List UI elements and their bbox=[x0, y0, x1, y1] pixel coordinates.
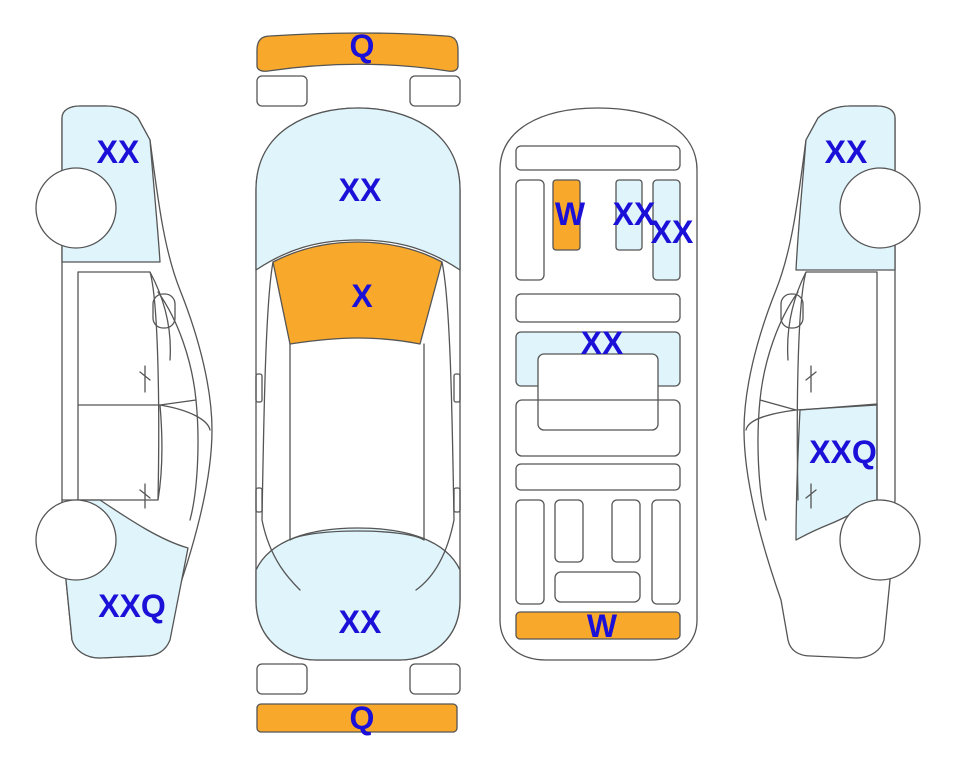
top-hood-damage bbox=[255, 107, 461, 271]
right-window-lines bbox=[745, 291, 799, 521]
right-side-view bbox=[743, 105, 921, 659]
left-front-wheel bbox=[35, 167, 117, 249]
label-under-front-right-member: XX bbox=[651, 214, 694, 250]
top-rear-bumper bbox=[256, 703, 458, 733]
right-mirror bbox=[780, 293, 804, 329]
top-roof-lines bbox=[261, 261, 455, 591]
left-handle-rear bbox=[139, 483, 151, 509]
under-front-strip bbox=[515, 145, 681, 171]
under-front-right-member bbox=[652, 179, 681, 281]
top-front-right-light bbox=[409, 75, 461, 107]
under-left-rail bbox=[515, 179, 545, 281]
label-top-front-bumper: Q bbox=[350, 28, 375, 64]
top-rear-right-light bbox=[409, 663, 461, 695]
label-under-front-crossmember: XX bbox=[581, 325, 624, 361]
top-front-bumper bbox=[256, 32, 459, 72]
label-under-front-left-member: W bbox=[555, 196, 586, 232]
top-rear-left-light bbox=[256, 663, 308, 695]
label-top-windshield: X bbox=[351, 278, 373, 314]
underbody-view bbox=[499, 107, 698, 661]
left-handle-front bbox=[139, 365, 151, 393]
under-floor-panel bbox=[515, 399, 681, 457]
top-front-left-light bbox=[256, 75, 308, 107]
under-rear-strip bbox=[515, 463, 681, 491]
under-front-center-member bbox=[615, 179, 643, 251]
under-rear-crossmember bbox=[554, 571, 641, 603]
label-top-rear-glass: XX bbox=[339, 604, 382, 640]
left-rear-wheel bbox=[35, 499, 117, 581]
under-center-panel bbox=[537, 353, 659, 431]
under-rear-panel bbox=[515, 611, 681, 640]
under-rear-right-member bbox=[611, 499, 641, 563]
label-top-hood: XX bbox=[339, 172, 382, 208]
top-rear-glass-damage bbox=[255, 527, 461, 661]
under-mid-strip bbox=[515, 293, 681, 323]
left-side-view bbox=[35, 105, 213, 659]
top-right-handle bbox=[453, 487, 461, 513]
under-front-left-member bbox=[552, 179, 581, 251]
right-door-lines bbox=[786, 271, 878, 501]
label-under-rear-panel: W bbox=[587, 608, 618, 644]
top-left-handle bbox=[255, 487, 263, 513]
top-view bbox=[255, 32, 461, 733]
left-window-lines bbox=[157, 291, 211, 521]
label-right-front-fender: XX bbox=[825, 134, 868, 170]
right-front-wheel bbox=[839, 167, 921, 249]
damage-labels: XX XXQ Q XX X XX Q W XX XX XX W XX XXQ bbox=[97, 28, 877, 736]
right-rear-wheel bbox=[839, 499, 921, 581]
label-left-front-fender: XX bbox=[97, 134, 140, 170]
label-right-rear-door: XXQ bbox=[809, 434, 877, 470]
under-body-outline bbox=[499, 107, 698, 661]
label-top-rear-bumper: Q bbox=[350, 700, 375, 736]
under-rear-right-rail bbox=[651, 499, 681, 605]
left-mirror bbox=[152, 293, 176, 329]
label-under-front-center-member: XX bbox=[613, 196, 656, 232]
top-left-mirror bbox=[255, 373, 263, 403]
right-handle-rear bbox=[805, 483, 817, 509]
top-right-mirror bbox=[453, 373, 461, 403]
under-rear-left-rail bbox=[515, 499, 545, 605]
left-door-lines bbox=[77, 271, 171, 501]
under-rear-left-member bbox=[554, 499, 584, 563]
label-left-rear-quarter: XXQ bbox=[98, 588, 166, 624]
right-handle-front bbox=[805, 365, 817, 393]
